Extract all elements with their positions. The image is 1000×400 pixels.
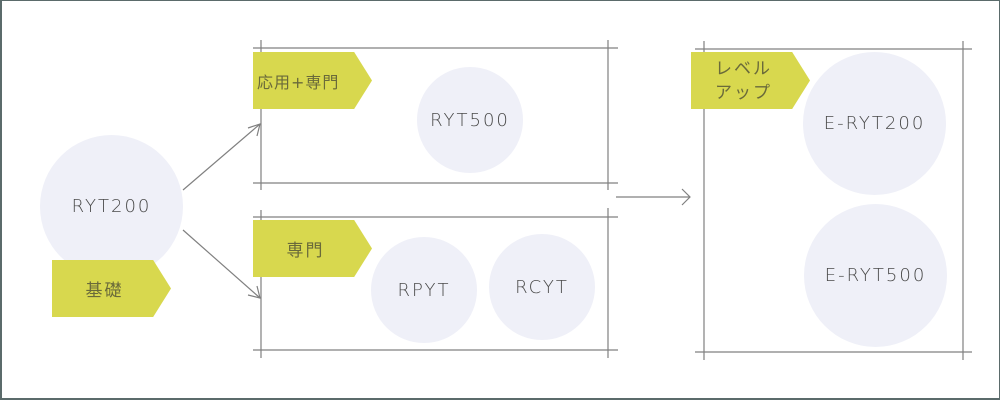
arrow-to-level-up xyxy=(616,188,691,206)
node-ryt200-label: RYT200 xyxy=(71,196,152,217)
group-box-specialty xyxy=(253,208,618,358)
node-rcyt-label: RCYT xyxy=(515,276,569,298)
node-eryt200-label: E-RYT200 xyxy=(823,113,926,134)
tag-specialty: 専門 xyxy=(253,220,372,277)
node-eryt500: E-RYT500 xyxy=(804,204,947,347)
tag-applied-specialty: 応用+専門 xyxy=(253,52,372,109)
tag-basic: 基礎 xyxy=(52,260,171,317)
tag-level-up-line1: レベル xyxy=(715,58,772,79)
tag-level-up: レベル アップ xyxy=(691,52,810,109)
node-eryt500-label: E-RYT500 xyxy=(824,265,927,286)
node-ryt500: RYT500 xyxy=(417,67,523,173)
arrow-to-specialty xyxy=(182,229,261,299)
node-eryt200: E-RYT200 xyxy=(803,52,946,195)
node-rcyt: RCYT xyxy=(489,234,595,340)
node-rpyt-label: RPYT xyxy=(397,279,451,301)
tag-specialty-label: 専門 xyxy=(286,241,325,261)
node-rpyt: RPYT xyxy=(371,237,477,343)
tag-applied-specialty-label: 応用+専門 xyxy=(257,72,340,92)
arrow-to-applied-specialty xyxy=(182,123,261,191)
group-box-applied-specialty xyxy=(253,40,618,190)
tag-basic-label: 基礎 xyxy=(85,281,124,301)
node-ryt200: RYT200 xyxy=(40,135,183,278)
node-ryt500-label: RYT500 xyxy=(430,109,510,131)
tag-level-up-line2: アップ xyxy=(715,82,772,103)
